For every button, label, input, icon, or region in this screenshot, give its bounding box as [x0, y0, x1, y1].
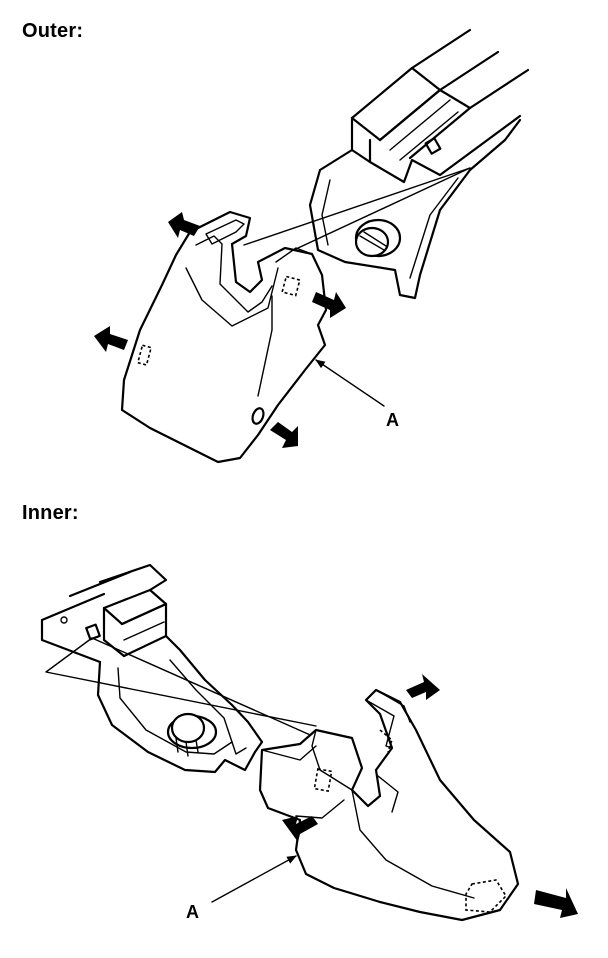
inner-rail [40, 563, 168, 664]
outer-label-a: A [386, 410, 399, 430]
inner-pull-arrows [282, 674, 578, 918]
outer-callout: A [315, 359, 399, 430]
arrow-far-right [534, 888, 578, 918]
inner-illustration: A [40, 563, 578, 922]
outer-cover-a [120, 210, 328, 464]
inner-bracket [96, 634, 264, 774]
arrow-upper-left [168, 212, 200, 238]
inner-bolt [166, 712, 218, 757]
inner-cover-a [258, 688, 520, 922]
arrow-upper-right [406, 674, 440, 700]
inner-heading: Inner: [22, 502, 79, 524]
outer-heading: Outer: [22, 20, 84, 42]
arrow-left [94, 326, 128, 352]
arrow-lower-right [270, 422, 298, 448]
arrow-lower-left [282, 816, 318, 842]
inner-label-a: A [186, 902, 199, 922]
arrow-right [312, 292, 346, 318]
outer-pull-arrows [94, 212, 346, 448]
outer-bolt [354, 218, 402, 258]
inner-leader-lines [45, 637, 327, 743]
inner-callout: A [186, 855, 297, 922]
outer-rail [350, 28, 530, 184]
outer-leader-lines [243, 167, 471, 263]
outer-illustration: A [94, 28, 530, 464]
